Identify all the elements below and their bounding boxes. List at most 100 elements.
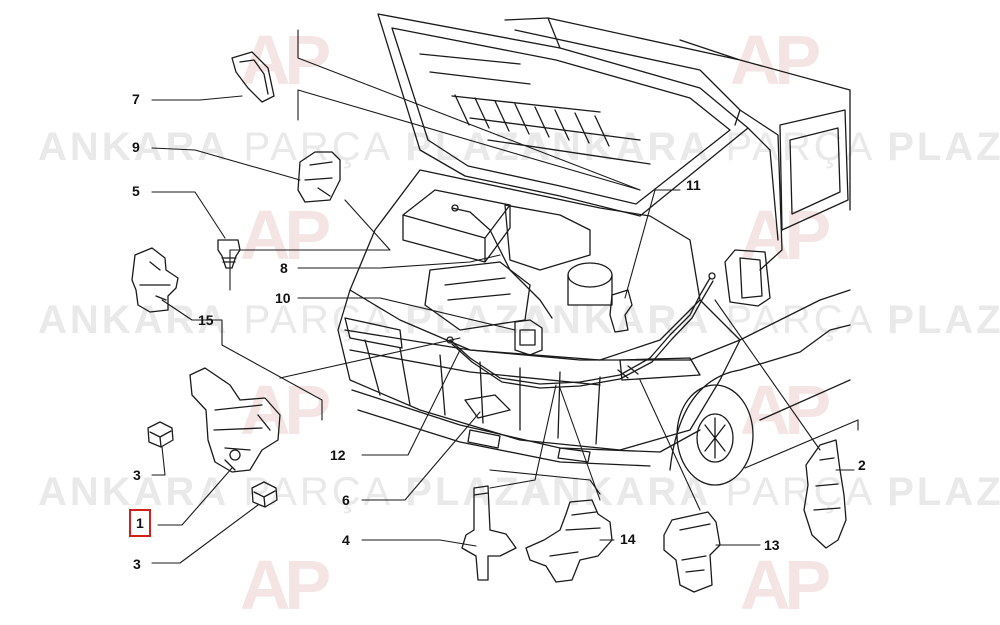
van-part-6 xyxy=(464,394,511,419)
van-hood-rod xyxy=(451,207,553,319)
leader-3a xyxy=(151,446,166,476)
van-mirror xyxy=(724,249,771,307)
callout-13[interactable]: 13 xyxy=(764,537,780,553)
van-release-cable xyxy=(449,277,711,385)
callout-5[interactable]: 5 xyxy=(132,183,140,199)
leader-12 xyxy=(361,349,461,456)
part-2-drawing xyxy=(803,439,847,549)
van-battery xyxy=(402,189,511,263)
van-side-body xyxy=(689,289,851,421)
watermark-row-1b: ANKARA PARÇA PLAZA xyxy=(520,125,1000,170)
callout-15[interactable]: 15 xyxy=(198,312,214,328)
van-windshield xyxy=(514,17,741,126)
part-9-drawing xyxy=(297,151,341,203)
leader-part-4-frame xyxy=(489,469,601,495)
leader-11 xyxy=(624,189,681,299)
van-airbox xyxy=(504,204,591,271)
parts-diagram: ANKARA PARÇA PLAZA ANKARA PARÇA PLAZA AN… xyxy=(38,13,1000,624)
callout-3-upper[interactable]: 3 xyxy=(133,467,141,483)
watermark-word-ankara: ANKARA xyxy=(520,470,712,514)
diagram-drawing xyxy=(131,13,859,593)
leader-cable-14 xyxy=(559,387,601,501)
part-15-drawing xyxy=(131,247,179,313)
callout-9[interactable]: 9 xyxy=(132,139,140,155)
watermark-word-parca: PARÇA xyxy=(243,298,392,342)
leader-10 xyxy=(297,297,516,331)
callout-11[interactable]: 11 xyxy=(686,177,701,193)
part-7-drawing xyxy=(231,51,275,103)
watermark-word-plaza: PLAZA xyxy=(887,470,1000,514)
part-13-drawing xyxy=(663,511,721,593)
watermark-word-ankara: ANKARA xyxy=(38,470,230,514)
part-3-drawing-upper xyxy=(147,421,174,448)
callout-7[interactable]: 7 xyxy=(132,91,140,107)
van-hood-inner xyxy=(391,27,731,205)
part-1-drawing xyxy=(189,367,281,473)
leader-hood-top xyxy=(297,29,641,191)
van-latch-part-10 xyxy=(514,319,543,356)
watermark-logo-6: AP xyxy=(740,371,831,449)
callout-12[interactable]: 12 xyxy=(330,447,346,463)
van-wheel-arch xyxy=(669,324,851,471)
watermark-word-parca: PARÇA xyxy=(243,125,392,169)
leader-cable-4 xyxy=(489,384,557,489)
leader-8 xyxy=(297,254,501,269)
van-reservoir-body xyxy=(567,274,613,306)
van-hood-vents xyxy=(454,94,610,147)
leader-6 xyxy=(361,411,481,501)
leader-3b xyxy=(151,504,259,564)
van-hood xyxy=(377,13,749,217)
watermark-logo-2: AP xyxy=(730,21,821,99)
watermark-word-parca: PARÇA xyxy=(243,470,392,514)
leader-12-frame xyxy=(279,337,461,379)
watermark-row-3: ANKARA PARÇA PLAZA xyxy=(38,470,554,515)
watermark-logo-3: AP xyxy=(240,196,331,274)
callout-3-lower[interactable]: 3 xyxy=(133,556,141,572)
watermark-word-plaza: PLAZA xyxy=(887,298,1000,342)
leader-15-frame xyxy=(221,319,323,421)
leader-1 xyxy=(157,467,233,526)
leader-part-2-frame xyxy=(744,419,859,469)
watermark-row-1: ANKARA PARÇA PLAZA xyxy=(38,125,554,170)
watermark-word-ankara: ANKARA xyxy=(520,125,712,169)
leader-lines xyxy=(151,29,859,564)
van-cable-clip xyxy=(617,365,639,379)
callout-1[interactable]: 1 xyxy=(129,509,151,537)
van-cable-end-right xyxy=(708,272,716,280)
leader-hood-mid xyxy=(297,89,641,191)
van-a-pillar xyxy=(739,109,783,271)
part-14-drawing xyxy=(525,499,613,583)
leader-cable-13 xyxy=(639,379,701,511)
watermark-word-plaza: PLAZA xyxy=(887,125,1000,169)
van-illustration xyxy=(337,13,851,486)
van-hood-ribs xyxy=(419,53,651,165)
van-headlight xyxy=(344,317,701,381)
van-release-cable-inner xyxy=(451,280,714,389)
van-hood-rod-end xyxy=(451,204,459,212)
van-fog-lights xyxy=(467,429,591,463)
watermark-logo-4: AP xyxy=(740,196,831,274)
watermark-word-plaza: PLAZA xyxy=(405,125,554,169)
leader-7 xyxy=(151,95,243,101)
van-side-window xyxy=(779,109,849,231)
van-reservoir xyxy=(567,262,613,288)
part-4-drawing xyxy=(461,485,517,581)
callout-2[interactable]: 2 xyxy=(858,457,866,473)
van-front-hub xyxy=(696,413,734,463)
van-cab xyxy=(504,17,851,241)
leader-15 xyxy=(161,299,223,321)
watermark-row-3b: ANKARA PARÇA PLAZA xyxy=(520,470,1000,515)
callout-10[interactable]: 10 xyxy=(275,290,291,306)
van-front xyxy=(337,289,741,451)
callout-6[interactable]: 6 xyxy=(342,492,350,508)
leader-part-9-frame xyxy=(229,199,391,291)
van-engine-bay xyxy=(349,169,701,361)
callout-4[interactable]: 4 xyxy=(342,532,350,548)
watermark-word-plaza: PLAZA xyxy=(405,470,554,514)
van-part-11 xyxy=(609,289,633,333)
part-3-drawing-lower xyxy=(251,481,278,508)
leader-5 xyxy=(151,191,226,239)
leader-4 xyxy=(361,539,477,547)
callout-8[interactable]: 8 xyxy=(280,260,288,276)
callout-14[interactable]: 14 xyxy=(620,531,636,547)
